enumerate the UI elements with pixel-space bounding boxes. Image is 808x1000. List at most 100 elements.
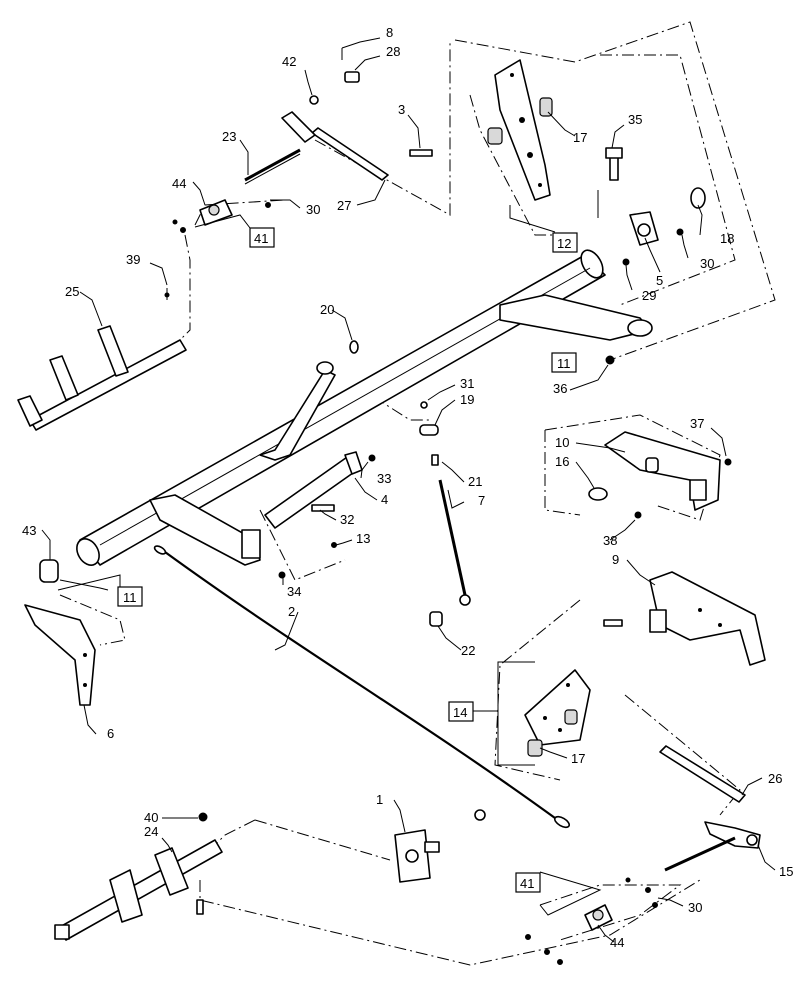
callout-26: 26	[768, 771, 782, 786]
pin-19	[419, 424, 439, 436]
callout-24: 24	[144, 824, 158, 839]
callout-40: 40	[144, 810, 158, 825]
cable-2	[153, 545, 571, 829]
rod-7	[431, 454, 471, 606]
callout-39: 39	[126, 252, 140, 267]
box-41-bottom	[515, 872, 541, 893]
callout-44-top: 44	[172, 176, 186, 191]
callout-6: 6	[107, 726, 114, 741]
callout-23: 23	[222, 129, 236, 144]
callout-15: 15	[779, 864, 793, 879]
callout-29: 29	[642, 288, 656, 303]
nut-40	[198, 812, 208, 822]
callout-28: 28	[386, 44, 400, 59]
lever-15	[664, 821, 761, 872]
callout-27: 27	[337, 198, 351, 213]
washer-42	[309, 95, 319, 105]
bushing-43	[39, 559, 59, 583]
nut-38	[634, 511, 642, 519]
bolt-upper-9	[603, 619, 623, 627]
callout-8: 8	[386, 25, 393, 40]
bracket-4	[264, 451, 376, 579]
box-11-right	[551, 352, 577, 373]
bolt-35	[605, 147, 623, 181]
callout-20: 20	[320, 302, 334, 317]
flange-bearing-5	[629, 211, 659, 246]
plate-part-12	[487, 59, 553, 201]
callout-18: 18	[720, 231, 734, 246]
callout-22: 22	[461, 643, 475, 658]
main-frame-beam	[76, 249, 653, 566]
bolt-lower-24	[196, 899, 204, 915]
callout-30-top: 30	[306, 202, 320, 217]
box-41-top	[249, 227, 275, 248]
link-rod-27	[311, 127, 389, 181]
box-41-bottom-label: 41	[520, 876, 534, 891]
bracket-10	[604, 431, 721, 511]
box-11-left	[117, 586, 143, 607]
callout-17-bottom: 17	[571, 751, 585, 766]
nut-37	[724, 458, 732, 466]
star-washer-lower	[474, 809, 486, 821]
washer-18	[690, 187, 706, 209]
callout-10: 10	[555, 435, 569, 450]
callout-36: 36	[553, 381, 567, 396]
washer-20	[349, 340, 359, 354]
plate-14-assembly	[524, 669, 591, 757]
callout-25: 25	[65, 284, 79, 299]
callout-1: 1	[376, 792, 383, 807]
callout-44-bottom: 44	[610, 935, 624, 950]
callout-9: 9	[612, 552, 619, 567]
bracket-41-top	[172, 199, 271, 233]
link-rod-23	[244, 148, 301, 185]
callout-19: 19	[460, 392, 474, 407]
callout-5: 5	[656, 273, 663, 288]
callout-35: 35	[628, 112, 642, 127]
callout-21: 21	[468, 474, 482, 489]
box-14	[448, 701, 474, 722]
callout-30-right: 30	[700, 256, 714, 271]
callout-38: 38	[603, 533, 617, 548]
boxed-callouts: 41 12 11 11 14 41	[57, 190, 602, 916]
washer-31	[420, 401, 428, 409]
callout-labels: 8 28 42 3 35 17 23 44 30 27 18 39 30 5 2…	[22, 25, 793, 950]
pin-3	[409, 149, 433, 157]
callout-2: 2	[288, 604, 295, 619]
bracket-9	[649, 571, 766, 666]
callout-4: 4	[381, 492, 388, 507]
callout-33: 33	[377, 471, 391, 486]
callout-13: 13	[356, 531, 370, 546]
callout-16: 16	[555, 454, 569, 469]
bracket-6	[24, 604, 96, 706]
callout-34: 34	[287, 584, 301, 599]
callout-32: 32	[340, 512, 354, 527]
flange-plate-1	[394, 829, 440, 883]
callout-42: 42	[282, 54, 296, 69]
bracket-41-bottom	[525, 877, 658, 965]
callout-31: 31	[460, 376, 474, 391]
shaft-24	[54, 839, 223, 941]
box-14-label: 14	[453, 705, 467, 720]
callout-7: 7	[478, 493, 485, 508]
box-11-left-label: 11	[123, 590, 137, 605]
spacer-22	[429, 611, 443, 627]
callout-30-bottom: 30	[688, 900, 702, 915]
nut-29	[622, 258, 630, 266]
callout-17-top: 17	[573, 130, 587, 145]
nut-30-right	[676, 228, 684, 236]
shaft-25	[17, 288, 187, 431]
pin-28	[344, 71, 360, 83]
callout-37: 37	[690, 416, 704, 431]
box-12	[552, 232, 578, 253]
nut-36	[605, 355, 615, 365]
link-plate-upper	[281, 111, 316, 143]
callout-43: 43	[22, 523, 36, 538]
callout-3: 3	[398, 102, 405, 117]
rod-26	[659, 745, 746, 803]
box-11-right-label: 11	[557, 356, 571, 371]
box-12-label: 12	[557, 236, 571, 251]
box-41-top-label: 41	[254, 231, 268, 246]
washer-16	[588, 487, 608, 501]
leader-lines	[41, 37, 776, 943]
